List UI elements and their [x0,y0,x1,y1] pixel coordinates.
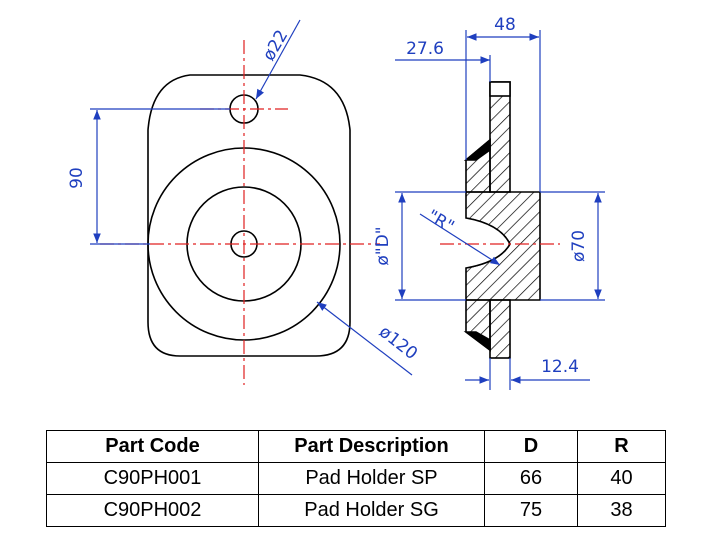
parts-table: Part Code Part Description D R C90PH001 … [46,430,666,527]
header-part-description: Part Description [258,430,485,463]
side-dimensions [395,30,605,390]
cell-part-description: Pad Holder SG [258,494,485,527]
dim-90: 90 [67,167,87,189]
dim-outer-dia: ø120 [375,322,421,364]
flange-dark-bottom [463,331,491,352]
technical-drawing: 90 ø22 ø120 4 [67,15,605,390]
cell-d: 75 [484,494,578,527]
flange-upper [489,81,511,193]
flange-dark-top [463,138,491,161]
cell-part-code: C90PH001 [46,462,259,495]
front-centerlines [100,40,380,385]
dim-12-4: 12.4 [541,357,579,377]
dim-70: ø70 [569,230,589,262]
flange-cap-top [489,81,511,97]
front-dimensions [90,19,413,376]
header-part-code: Part Code [46,430,259,463]
cell-part-description: Pad Holder SP [258,462,485,495]
dim-d: ø"D" [373,226,393,265]
table-header-row: Part Code Part Description D R [46,430,666,463]
cell-r: 40 [577,462,666,495]
dim-r: "R" [424,206,458,237]
dim-48: 48 [494,15,516,35]
cell-d: 66 [484,462,578,495]
dim-27-6: 27.6 [406,39,444,59]
side-view [463,81,541,359]
cell-part-code: C90PH002 [46,494,259,527]
dim-hole-dia: ø22 [259,27,292,65]
table-row: C90PH001 Pad Holder SP 66 40 [46,462,666,495]
table-row: C90PH002 Pad Holder SG 75 38 [46,494,666,527]
plate-outline [147,74,351,357]
cell-r: 38 [577,494,666,527]
front-view [147,74,351,357]
flange-lower [489,299,511,359]
header-d: D [484,430,578,463]
header-r: R [577,430,666,463]
